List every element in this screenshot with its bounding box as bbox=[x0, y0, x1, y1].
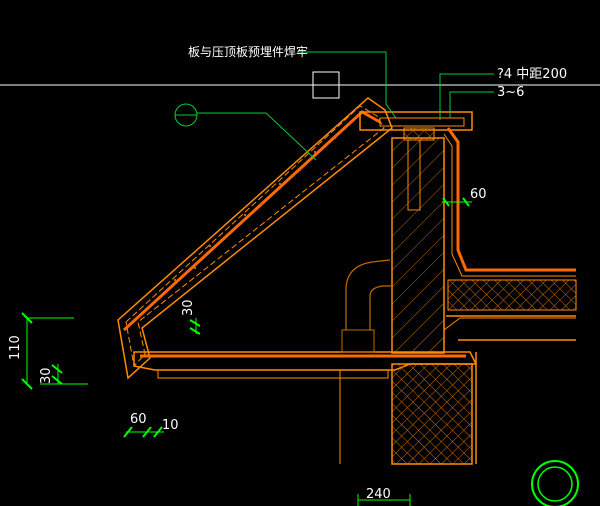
dim-240-text: 240 bbox=[366, 487, 391, 502]
roof-slab-top bbox=[443, 317, 576, 331]
dim-30-left: 30 bbox=[39, 364, 88, 385]
outer-flashing-line bbox=[443, 133, 576, 277]
outer-flashing bbox=[446, 127, 576, 272]
roof-insulation bbox=[447, 279, 577, 311]
range-label: 3~6 bbox=[497, 85, 524, 100]
dim-110-text: 110 bbox=[8, 335, 23, 360]
detail-circle-leader bbox=[197, 112, 317, 161]
dim-30-slope-text: 30 bbox=[181, 299, 196, 316]
slab-underside bbox=[157, 369, 389, 379]
dim-110: 110 bbox=[8, 312, 74, 390]
sloped-cap-outline bbox=[117, 97, 393, 380]
slope-membrane bbox=[122, 110, 381, 332]
dim-60-right: 60 bbox=[442, 187, 487, 207]
dim-60-bottom-text: 60 bbox=[130, 412, 147, 427]
ucs-marker bbox=[312, 71, 340, 99]
weld-note-leader-2 bbox=[385, 52, 397, 119]
drain-pipe-outer bbox=[345, 259, 391, 330]
dim-10-text: 10 bbox=[162, 418, 179, 433]
dim-30-left-text: 30 bbox=[39, 367, 54, 384]
cap-top-inner bbox=[379, 117, 465, 127]
sloped-cap-inner bbox=[125, 105, 385, 368]
range-leader bbox=[449, 91, 494, 118]
lower-wall bbox=[391, 363, 473, 465]
rebar-spec-label: ?4 中距200 bbox=[497, 67, 567, 82]
dim-240: 240 bbox=[357, 487, 411, 506]
wall-anchor bbox=[407, 139, 421, 211]
parapet-wall bbox=[391, 137, 445, 354]
detail-index-circle-inner bbox=[537, 466, 573, 502]
rebar-leader bbox=[439, 73, 494, 120]
drain-pipe-inner bbox=[369, 285, 392, 330]
slope-aggregate bbox=[173, 136, 337, 282]
weld-note-label: 板与压顶板预埋件焊牢 bbox=[188, 44, 308, 59]
drain-outlet bbox=[341, 329, 375, 353]
detail-index-circle-outer bbox=[531, 460, 579, 506]
dim-60-right-text: 60 bbox=[470, 187, 487, 202]
dim-30-slope: 30 bbox=[181, 299, 201, 335]
dim-60-bottom: 60 10 bbox=[123, 412, 179, 438]
